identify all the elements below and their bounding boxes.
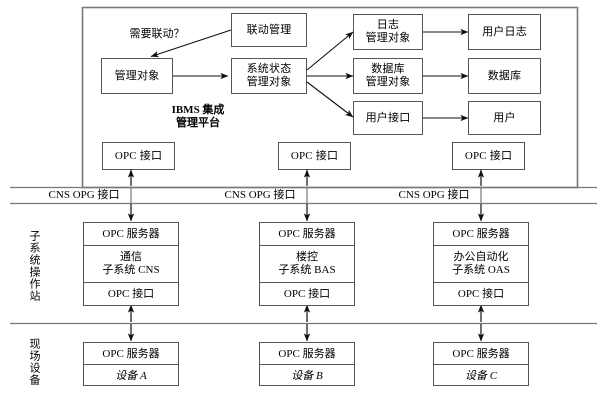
device-name: 设备 A (84, 363, 178, 386)
platform-title: IBMS 集成 管理平台 (171, 104, 225, 130)
bus-label-3: CNS OPG 接口 (398, 189, 470, 201)
platform-opc-interface-1[interactable]: OPC 接口 (102, 142, 175, 170)
field-band-label: 现场设备 (28, 338, 40, 386)
subsystem-station-oas[interactable]: OPC 服务器 办公自动化 子系统 OAS OPC 接口 (433, 222, 529, 306)
station-opc-server: OPC 服务器 (452, 227, 510, 240)
node-user-log[interactable]: 用户日志 (468, 14, 541, 50)
node-database-object[interactable]: 数据库 管理对象 (353, 58, 423, 94)
station-opc-server: OPC 服务器 (278, 227, 336, 240)
node-log-object[interactable]: 日志 管理对象 (353, 14, 423, 50)
station-body: 办公自动化 子系统 OAS (434, 245, 528, 282)
node-user[interactable]: 用户 (468, 101, 541, 135)
station-opc-server: OPC 服务器 (102, 227, 160, 240)
node-user-interface[interactable]: 用户接口 (353, 101, 423, 135)
device-opc-server: OPC 服务器 (452, 348, 510, 361)
platform-opc-interface-2[interactable]: OPC 接口 (278, 142, 351, 170)
station-body: 楼控 子系统 BAS (260, 245, 354, 282)
node-linkage-management[interactable]: 联动管理 (231, 13, 307, 47)
platform-opc-interface-3[interactable]: OPC 接口 (452, 142, 525, 170)
device-opc-server: OPC 服务器 (278, 348, 336, 361)
subsystem-band-label: 子系统操作站 (28, 230, 40, 302)
label-need-linkage: 需要联动？ (129, 28, 185, 40)
device-block-b[interactable]: OPC 服务器 设备 B (259, 342, 355, 386)
bus-label-1: CNS OPG 接口 (48, 189, 120, 201)
node-managed-object[interactable]: 管理对象 (101, 58, 173, 94)
subsystem-station-cns[interactable]: OPC 服务器 通信 子系统 CNS OPC 接口 (83, 222, 179, 306)
station-opc-interface: OPC 接口 (260, 282, 354, 305)
device-block-a[interactable]: OPC 服务器 设备 A (83, 342, 179, 386)
subsystem-station-bas[interactable]: OPC 服务器 楼控 子系统 BAS OPC 接口 (259, 222, 355, 306)
device-block-c[interactable]: OPC 服务器 设备 C (433, 342, 529, 386)
node-database[interactable]: 数据库 (468, 58, 541, 94)
station-body: 通信 子系统 CNS (84, 245, 178, 282)
device-name: 设备 C (434, 363, 528, 386)
bus-label-2: CNS OPG 接口 (224, 189, 296, 201)
device-opc-server: OPC 服务器 (102, 348, 160, 361)
device-name: 设备 B (260, 363, 354, 386)
station-opc-interface: OPC 接口 (84, 282, 178, 305)
node-system-state-object[interactable]: 系统状态 管理对象 (231, 58, 307, 94)
station-opc-interface: OPC 接口 (434, 282, 528, 305)
